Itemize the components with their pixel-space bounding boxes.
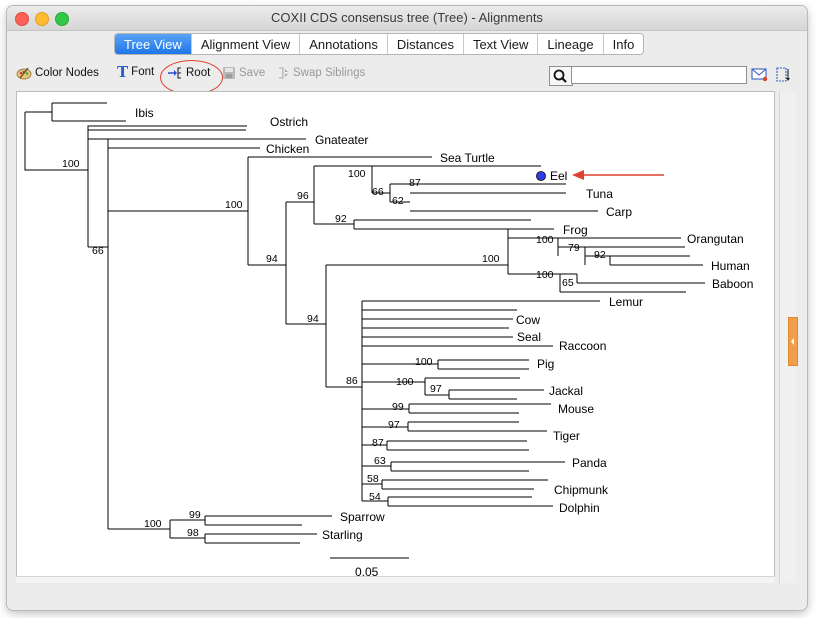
collapse-arrow-icon xyxy=(791,338,794,345)
palette-icon xyxy=(16,67,32,80)
support-value: 62 xyxy=(392,195,404,207)
tab-alignment-view[interactable]: Alignment View xyxy=(192,34,301,54)
taxon-label[interactable]: Sparrow xyxy=(340,510,385,524)
save-icon xyxy=(223,67,235,79)
support-value: 100 xyxy=(348,168,366,180)
tab-distances[interactable]: Distances xyxy=(388,34,464,54)
support-value: 100 xyxy=(62,158,80,170)
taxon-label[interactable]: Dolphin xyxy=(559,501,600,515)
view-tabs: Tree View Alignment View Annotations Dis… xyxy=(114,33,645,55)
taxon-label[interactable]: Chipmunk xyxy=(554,483,609,497)
swap-siblings-label: Swap Siblings xyxy=(293,67,366,79)
taxon-label[interactable]: Human xyxy=(711,259,750,273)
taxon-label[interactable]: Ibis xyxy=(135,106,154,120)
taxon-label[interactable]: Ostrich xyxy=(270,115,308,129)
support-value: 100 xyxy=(415,356,433,368)
support-value: 97 xyxy=(388,419,400,431)
support-value: 100 xyxy=(396,376,414,388)
toolbar: Color Nodes T Font Root Save xyxy=(7,60,807,88)
annotation-arrow-icon xyxy=(572,170,664,180)
support-value: 99 xyxy=(392,401,404,413)
envelope-icon xyxy=(751,68,768,82)
taxon-label[interactable]: Frog xyxy=(563,223,588,237)
taxon-label[interactable]: Cow xyxy=(516,313,540,327)
columns-icon xyxy=(776,67,790,82)
taxon-label[interactable]: Tuna xyxy=(586,187,613,201)
save-label: Save xyxy=(239,67,266,79)
title-bar[interactable]: COXII CDS consensus tree (Tree) - Alignm… xyxy=(7,6,807,31)
taxon-label[interactable]: Panda xyxy=(572,456,607,470)
taxon-label[interactable]: Jackal xyxy=(549,384,583,398)
tree-window: COXII CDS consensus tree (Tree) - Alignm… xyxy=(7,6,807,610)
taxon-label-selected[interactable]: Eel xyxy=(550,169,567,183)
font-icon: T xyxy=(117,63,129,81)
support-value: 96 xyxy=(297,190,309,202)
taxon-label[interactable]: Mouse xyxy=(558,402,594,416)
column-options-button[interactable] xyxy=(775,66,793,89)
support-value: 79 xyxy=(568,242,580,254)
support-value: 100 xyxy=(536,234,554,246)
support-value: 94 xyxy=(266,253,278,265)
save-button[interactable]: Save xyxy=(222,66,265,80)
tab-info[interactable]: Info xyxy=(612,37,635,52)
selected-node-marker[interactable] xyxy=(536,171,546,181)
taxon-label[interactable]: Raccoon xyxy=(559,339,606,353)
support-value: 65 xyxy=(562,277,574,289)
support-value: 100 xyxy=(536,269,554,281)
support-value: 87 xyxy=(409,177,421,189)
support-value: 66 xyxy=(372,186,384,198)
taxon-label[interactable]: Sea Turtle xyxy=(440,151,495,165)
support-value: 66 xyxy=(92,245,104,257)
search-input[interactable] xyxy=(571,66,747,84)
swap-icon xyxy=(279,67,288,79)
taxon-label[interactable]: Gnateater xyxy=(315,133,368,147)
support-value: 58 xyxy=(367,473,379,485)
tab-tree-view[interactable]: Tree View xyxy=(115,34,192,54)
support-value: 100 xyxy=(144,518,162,530)
window-title: COXII CDS consensus tree (Tree) - Alignm… xyxy=(271,10,543,25)
support-value: 63 xyxy=(374,455,386,467)
support-value: 100 xyxy=(482,253,500,265)
support-value: 97 xyxy=(430,383,442,395)
side-panel-handle[interactable] xyxy=(788,317,798,366)
taxon-label[interactable]: Starling xyxy=(322,528,363,542)
support-value: 87 xyxy=(372,437,384,449)
font-button[interactable]: T Font xyxy=(117,63,155,81)
taxon-label[interactable]: Carp xyxy=(606,205,632,219)
tab-annotations[interactable]: Annotations xyxy=(300,34,388,54)
taxon-label[interactable]: Pig xyxy=(537,357,554,371)
taxon-label[interactable]: Orangutan xyxy=(687,232,744,246)
taxon-label[interactable]: Baboon xyxy=(712,277,753,291)
taxon-label[interactable]: Tiger xyxy=(553,429,580,443)
support-value: 99 xyxy=(189,509,201,521)
close-window-button[interactable] xyxy=(15,12,29,26)
tab-text-view[interactable]: Text View xyxy=(464,34,539,54)
taxon-label[interactable]: Seal xyxy=(517,330,541,344)
taxon-label[interactable]: Chicken xyxy=(266,142,309,156)
support-value: 92 xyxy=(594,249,606,261)
color-nodes-label: Color Nodes xyxy=(35,67,99,79)
zoom-window-button[interactable] xyxy=(55,12,69,26)
tab-lineage[interactable]: Lineage xyxy=(538,34,604,54)
swap-siblings-button[interactable]: Swap Siblings xyxy=(276,66,365,80)
support-value: 86 xyxy=(346,375,358,387)
support-value: 92 xyxy=(335,213,347,225)
support-value: 98 xyxy=(187,527,199,539)
support-value: 100 xyxy=(225,199,243,211)
support-value: 94 xyxy=(307,313,319,325)
taxon-label[interactable]: Lemur xyxy=(609,295,643,309)
vertical-scrollbar[interactable] xyxy=(779,91,796,583)
search-icon xyxy=(553,69,567,83)
support-value: 54 xyxy=(369,491,381,503)
minimize-window-button[interactable] xyxy=(35,12,49,26)
font-label: Font xyxy=(131,66,155,78)
color-nodes-button[interactable]: Color Nodes xyxy=(16,66,99,80)
mail-button[interactable] xyxy=(751,67,769,88)
scale-bar-label: 0.05 xyxy=(355,565,379,579)
horizontal-scrollbar[interactable] xyxy=(16,576,775,583)
